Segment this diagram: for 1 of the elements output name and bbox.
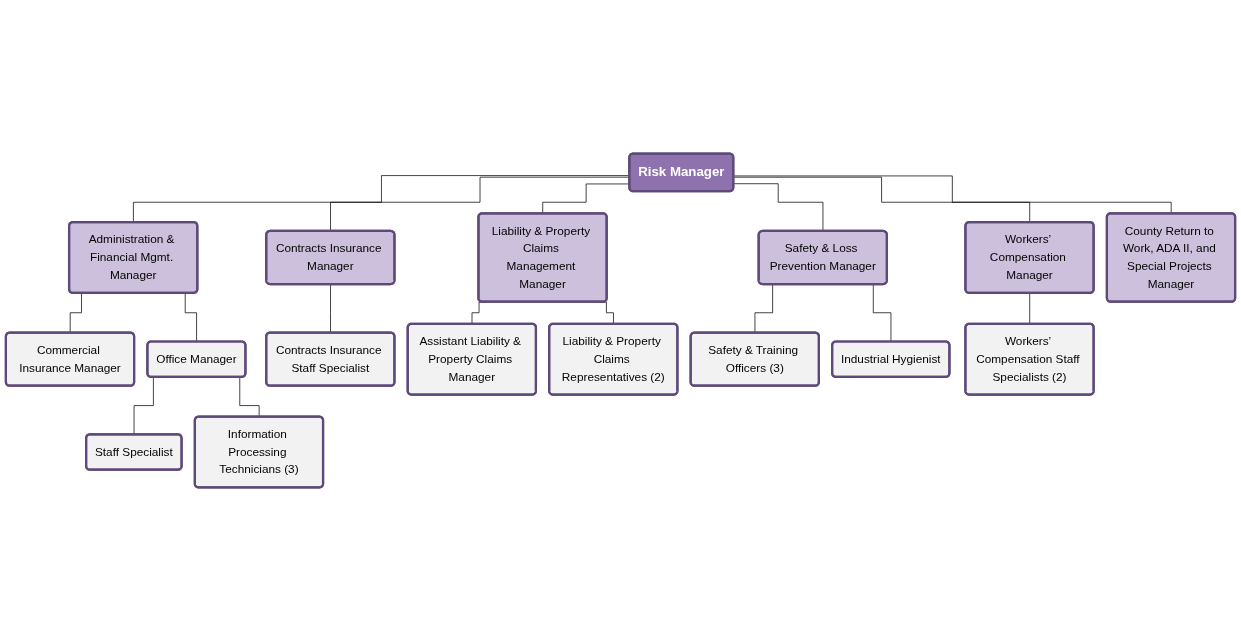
connector bbox=[733, 176, 1031, 223]
